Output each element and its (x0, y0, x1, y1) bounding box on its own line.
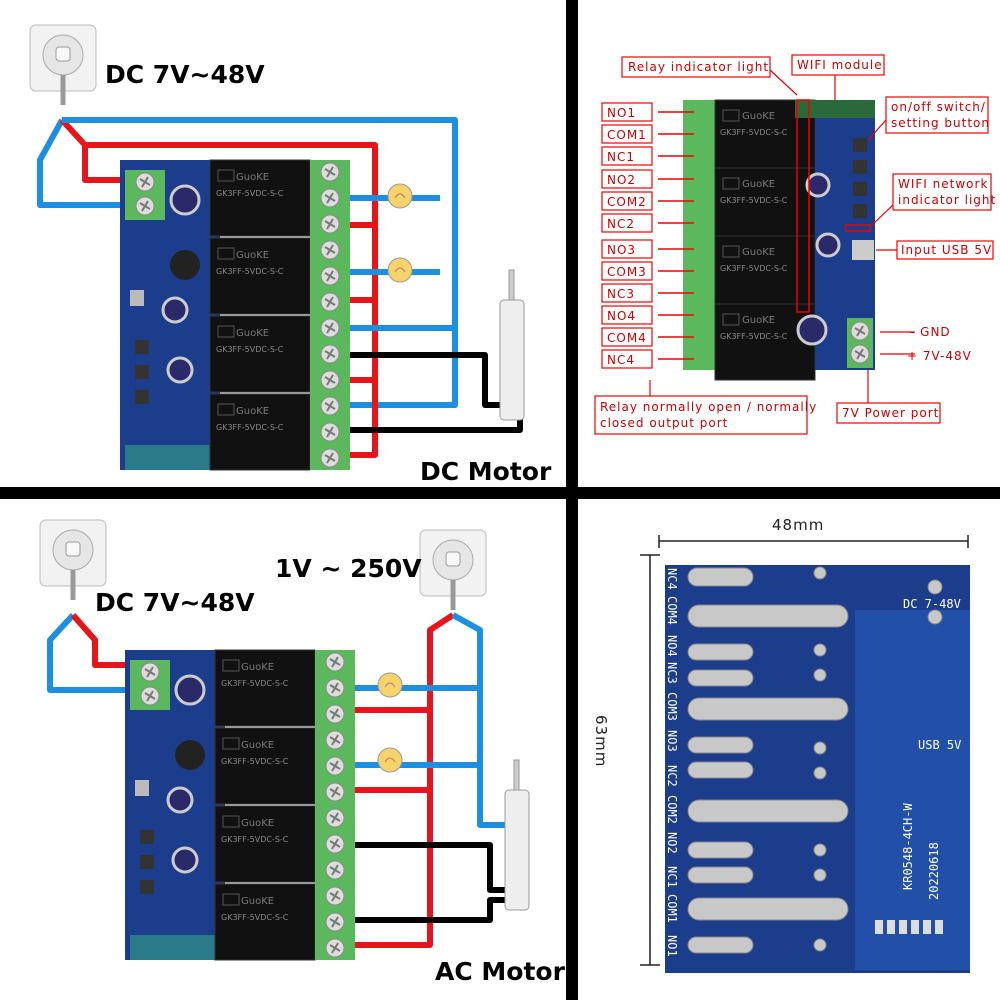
wifi-module-label: WIFI module (797, 58, 883, 72)
relay-marking: GK3FF-5VDC-S-C (720, 128, 788, 137)
relay-marking: GK3FF-5VDC-S-C (221, 913, 289, 922)
relay-brand: GuoKE (241, 740, 274, 751)
relay-marking: GK3FF-5VDC-S-C (221, 835, 289, 844)
back-pin-nc1: NC1 (665, 866, 679, 888)
pin-label-no3: NO3 (607, 243, 636, 257)
pin-label-com1: COM1 (607, 128, 647, 142)
relay-marking: GK3FF-5VDC-S-C (216, 189, 284, 198)
output-port-label-line2: closed output port (600, 416, 728, 430)
relay-marking: GK3FF-5VDC-S-C (216, 423, 284, 432)
bulb-icon (387, 183, 413, 209)
gnd-label: - GND (910, 325, 951, 339)
relay-markings: GuoKE GK3FF-5VDC-S-C GuoKE GK3FF-5VDC-S-… (720, 111, 788, 341)
relay-brand: GuoKE (236, 406, 269, 417)
dc-wiring-panel: DC 7V~48V GuoKE GK3FF-5VDC-S-C GuoKE GK3… (30, 25, 552, 486)
width-dimension-label: 48mm (772, 516, 824, 534)
pin-label-nc3: NC3 (607, 287, 635, 301)
back-pin-com1: COM1 (665, 894, 679, 923)
relay-marking: GK3FF-5VDC-S-C (720, 196, 788, 205)
vin-label: + 7V-48V (907, 349, 972, 363)
relay-brand: GuoKE (241, 896, 274, 907)
pin-label-nc1: NC1 (607, 150, 635, 164)
horizontal-divider (0, 487, 1000, 499)
mains-voltage-label: 1V ~ 250V (275, 554, 422, 583)
back-pin-labels: NC4 COM4 NO4 NC3 COM3 NO3 NC2 COM2 NO2 N… (665, 568, 679, 957)
back-pin-no3: NO3 (665, 730, 679, 752)
pin-label-nc2: NC2 (607, 217, 635, 231)
pin-labels: NO1 COM1 NC1 NO2 COM2 NC2 NO3 COM3 NC3 N… (601, 102, 694, 369)
dc-supply-label: DC 7V~48V (95, 588, 255, 617)
pin-label-com2: COM2 (607, 195, 647, 209)
relay-brand: GuoKE (236, 172, 269, 183)
date-silkscreen: 20220618 (927, 842, 941, 900)
dc-input-silkscreen: DC 7-48V (903, 597, 961, 611)
back-pin-no4: NO4 (665, 635, 679, 657)
relay-brand: GuoKE (241, 662, 274, 673)
dimensions-panel: 48mm 63mm NC4 COM4 NO4 NC3 COM3 NO3 NC2 … (592, 516, 970, 973)
relay-markings: GuoKE GK3FF-5VDC-S-C GuoKE GK3FF-5VDC-S-… (216, 172, 284, 432)
back-pin-nc2: NC2 (665, 765, 679, 787)
model-silkscreen: KR0548-4CH-W (901, 803, 915, 890)
pin-label-nc4: NC4 (607, 353, 635, 367)
relay-marking: GK3FF-5VDC-S-C (720, 332, 788, 341)
power-socket-icon (30, 25, 96, 105)
labelled-board-panel: GuoKE GK3FF-5VDC-S-C GuoKE GK3FF-5VDC-S-… (594, 54, 996, 435)
power-port-label: 7V Power port (842, 406, 939, 420)
back-pin-com3: COM3 (665, 692, 679, 721)
relay-marking: GK3FF-5VDC-S-C (221, 679, 289, 688)
bulb-icon (377, 747, 403, 773)
relay-brand: GuoKE (236, 250, 269, 261)
ac-wiring-panel: 1V ~ 250V DC 7V~48V GuoKE GK3FF-5VDC-S-C… (40, 520, 566, 986)
relay-brand: GuoKE (742, 179, 775, 190)
bulb-icon (387, 257, 413, 283)
relay-marking: GK3FF-5VDC-S-C (221, 757, 289, 766)
relay-brand: GuoKE (236, 328, 269, 339)
dc-motor-icon (499, 269, 525, 421)
relay-marking: GK3FF-5VDC-S-C (216, 345, 284, 354)
dc-supply-label: DC 7V~48V (105, 60, 265, 89)
relay-brand: GuoKE (742, 247, 775, 258)
relay-marking: GK3FF-5VDC-S-C (720, 264, 788, 273)
relay-marking: GK3FF-5VDC-S-C (216, 267, 284, 276)
back-pin-com4: COM4 (665, 596, 679, 625)
back-pin-no1: NO1 (665, 935, 679, 957)
vertical-divider (566, 0, 578, 1000)
back-pin-nc4: NC4 (665, 568, 679, 590)
height-dimension-label: 63mm (592, 715, 610, 767)
bulb-icon (377, 672, 403, 698)
pin-label-no1: NO1 (607, 106, 636, 120)
ac-motor-icon (504, 759, 530, 911)
switch-label-line1: on/off switch/ (891, 100, 986, 114)
usb-label: Input USB 5V (901, 243, 992, 257)
mains-socket-icon (420, 530, 486, 610)
usb-silkscreen: USB 5V (918, 738, 961, 752)
pin-label-no4: NO4 (607, 309, 636, 323)
pin-label-com3: COM3 (607, 265, 647, 279)
dc-motor-label: DC Motor (420, 457, 552, 486)
wifi-led-label-line1: WIFI network (898, 177, 988, 191)
switch-label-line2: setting button (891, 116, 990, 130)
wifi-led-label-line2: indicator light (898, 193, 996, 207)
relay-brand: GuoKE (241, 818, 274, 829)
back-pin-com2: COM2 (665, 795, 679, 824)
pin-label-no2: NO2 (607, 173, 636, 187)
ac-motor-label: AC Motor (435, 957, 566, 986)
output-port-label-line1: Relay normally open / normally (600, 400, 817, 414)
back-pin-nc3: NC3 (665, 662, 679, 684)
pin-label-com4: COM4 (607, 331, 647, 345)
back-pin-no2: NO2 (665, 832, 679, 854)
relay-markings: GuoKE GK3FF-5VDC-S-C GuoKE GK3FF-5VDC-S-… (221, 662, 289, 922)
relay-brand: GuoKE (742, 315, 775, 326)
relay-indicator-label: Relay indicator light (628, 60, 769, 74)
relay-brand: GuoKE (742, 111, 775, 122)
